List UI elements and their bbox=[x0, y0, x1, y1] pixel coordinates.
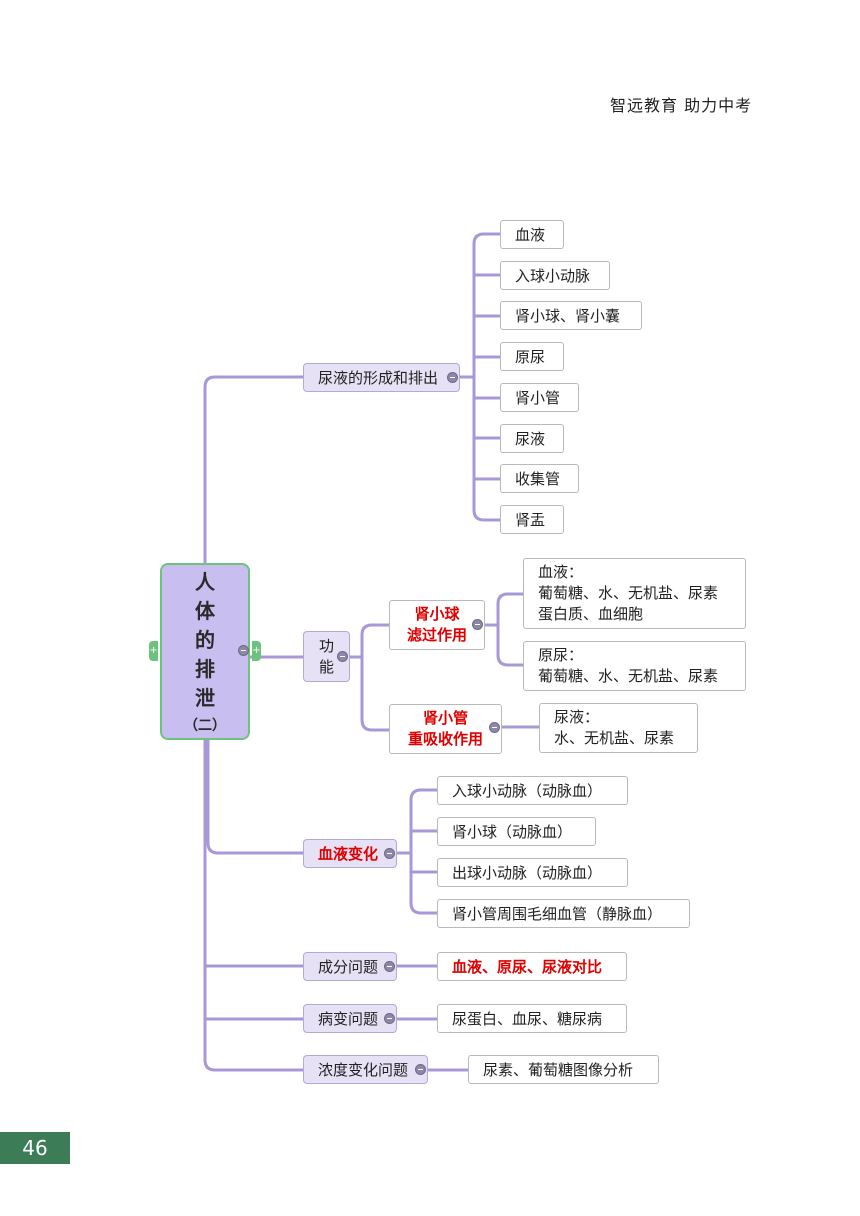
branch-label: 能 bbox=[318, 657, 334, 676]
branch-formation[interactable]: 尿液的形成和排出 bbox=[303, 363, 460, 392]
list-item[interactable]: 收集管 bbox=[500, 464, 579, 493]
branch-label: 成分问题 bbox=[318, 958, 379, 976]
item-label: 原尿 bbox=[515, 348, 546, 366]
root-title-char: 人 bbox=[195, 570, 215, 594]
list-item[interactable]: 血液 bbox=[500, 220, 564, 249]
blood-composition-card[interactable]: 血液： 葡萄糖、水、无机盐、尿素 蛋白质、血细胞 bbox=[523, 558, 746, 629]
branch-blood-change[interactable]: 血液变化 bbox=[303, 839, 397, 868]
tubule-reabsorption-node[interactable]: 肾小管 重吸收作用 bbox=[389, 704, 502, 754]
card-line: 水、无机盐、尿素 bbox=[554, 729, 675, 747]
card-line: 血液： bbox=[538, 563, 584, 581]
item-label: 尿蛋白、血尿、糖尿病 bbox=[452, 1010, 603, 1028]
item-label: 尿液 bbox=[515, 430, 546, 448]
node-label: 滤过作用 bbox=[406, 626, 467, 644]
list-item[interactable]: 尿蛋白、血尿、糖尿病 bbox=[437, 1004, 627, 1033]
list-item[interactable]: 肾小管 bbox=[500, 383, 579, 412]
card-line: 葡萄糖、水、无机盐、尿素 bbox=[538, 667, 719, 685]
list-item[interactable]: 原尿 bbox=[500, 342, 564, 371]
list-item[interactable]: 肾小管周围毛细血管（静脉血） bbox=[437, 899, 690, 928]
item-label: 血液、原尿、尿液对比 bbox=[452, 958, 603, 976]
collapse-icon[interactable] bbox=[238, 645, 249, 656]
collapse-icon[interactable] bbox=[472, 619, 483, 630]
item-label: 肾小管周围毛细血管（静脉血） bbox=[452, 905, 663, 923]
branch-disease[interactable]: 病变问题 bbox=[303, 1004, 397, 1033]
list-item[interactable]: 尿液 bbox=[500, 424, 564, 453]
list-item[interactable]: 入球小动脉 bbox=[500, 261, 610, 290]
root-subtitle: （二） bbox=[184, 718, 226, 734]
expand-right-icon[interactable]: + bbox=[252, 641, 261, 661]
item-label: 血液 bbox=[515, 226, 546, 244]
page-number: 46 bbox=[0, 1132, 70, 1164]
item-label: 肾小球、肾小囊 bbox=[515, 307, 621, 325]
branch-label: 浓度变化问题 bbox=[318, 1061, 409, 1079]
card-line: 蛋白质、血细胞 bbox=[538, 605, 644, 623]
list-item[interactable]: 尿素、葡萄糖图像分析 bbox=[468, 1055, 659, 1084]
branch-label: 血液变化 bbox=[318, 845, 379, 863]
branch-label: 病变问题 bbox=[318, 1010, 379, 1028]
urine-composition-card[interactable]: 尿液： 水、无机盐、尿素 bbox=[539, 703, 698, 753]
root-title-char: 泄 bbox=[195, 686, 215, 710]
list-item[interactable]: 肾小球（动脉血） bbox=[437, 817, 596, 846]
collapse-icon[interactable] bbox=[337, 651, 348, 662]
branch-label: 功 bbox=[318, 636, 334, 655]
branch-label: 尿液的形成和排出 bbox=[318, 369, 439, 387]
item-label: 肾小球（动脉血） bbox=[452, 823, 573, 841]
card-line: 葡萄糖、水、无机盐、尿素 bbox=[538, 584, 719, 602]
header-text: 智远教育 助力中考 bbox=[610, 96, 753, 115]
card-line: 尿液： bbox=[554, 708, 600, 726]
root-title-char: 排 bbox=[195, 657, 215, 681]
list-item[interactable]: 入球小动脉（动脉血） bbox=[437, 776, 628, 805]
item-label: 肾小管 bbox=[515, 389, 561, 407]
collapse-icon[interactable] bbox=[415, 1064, 426, 1075]
node-label: 肾小球 bbox=[414, 605, 460, 623]
collapse-icon[interactable] bbox=[447, 372, 458, 383]
list-item[interactable]: 血液、原尿、尿液对比 bbox=[437, 952, 627, 981]
collapse-icon[interactable] bbox=[384, 848, 395, 859]
glomerulus-filtration-node[interactable]: 肾小球 滤过作用 bbox=[389, 600, 485, 650]
collapse-icon[interactable] bbox=[489, 722, 500, 733]
collapse-icon[interactable] bbox=[384, 961, 395, 972]
list-item[interactable]: 出球小动脉（动脉血） bbox=[437, 858, 628, 887]
node-label: 重吸收作用 bbox=[407, 730, 483, 748]
item-label: 尿素、葡萄糖图像分析 bbox=[483, 1061, 634, 1079]
item-label: 出球小动脉（动脉血） bbox=[452, 864, 603, 882]
card-line: 原尿： bbox=[538, 646, 584, 664]
root-title-char: 体 bbox=[195, 599, 215, 623]
primary-urine-card[interactable]: 原尿： 葡萄糖、水、无机盐、尿素 bbox=[523, 641, 746, 691]
item-label: 入球小动脉（动脉血） bbox=[452, 782, 603, 800]
branch-composition[interactable]: 成分问题 bbox=[303, 952, 397, 981]
root-node[interactable]: 人 体 的 排 泄 （二） bbox=[160, 563, 250, 740]
branch-concentration[interactable]: 浓度变化问题 bbox=[303, 1055, 428, 1084]
item-label: 入球小动脉 bbox=[515, 267, 591, 285]
root-title-char: 的 bbox=[195, 628, 215, 652]
collapse-icon[interactable] bbox=[384, 1013, 395, 1024]
list-item[interactable]: 肾盂 bbox=[500, 505, 564, 534]
item-label: 收集管 bbox=[515, 470, 561, 488]
node-label: 肾小管 bbox=[422, 709, 468, 727]
expand-left-icon[interactable]: + bbox=[149, 641, 158, 661]
list-item[interactable]: 肾小球、肾小囊 bbox=[500, 301, 642, 330]
item-label: 肾盂 bbox=[515, 511, 546, 529]
